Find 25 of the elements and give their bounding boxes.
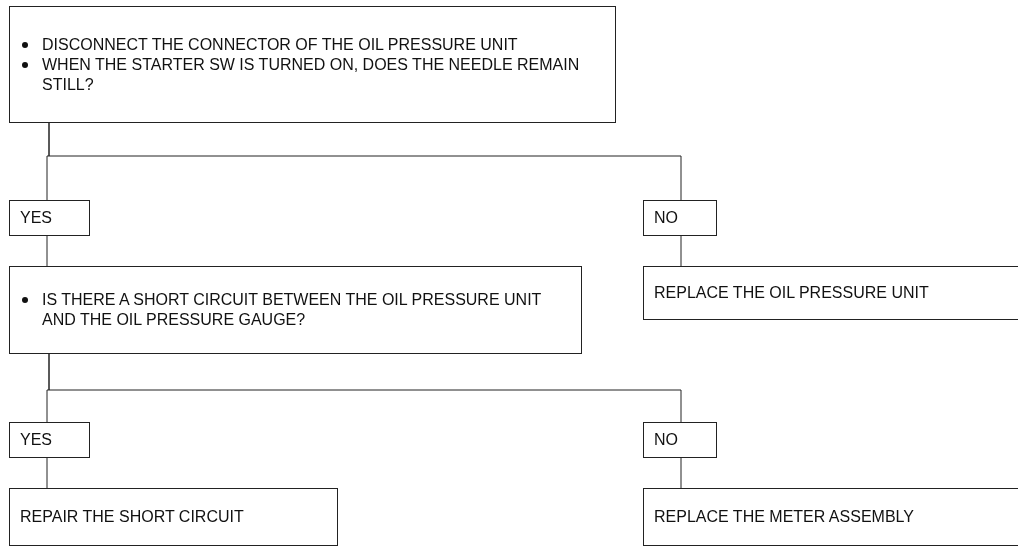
connector-line	[48, 353, 682, 423]
answer-box	[643, 200, 717, 236]
step-box	[9, 6, 616, 123]
connector-line	[46, 457, 48, 489]
step-text: WHEN THE STARTER SW IS TURNED ON, DOES THE NEEDLE REMAIN STILL?	[42, 54, 580, 95]
connector-line	[680, 457, 682, 489]
step-box	[643, 488, 1018, 546]
step-text: REPAIR THE SHORT CIRCUIT	[20, 507, 244, 527]
connector-line	[48, 122, 682, 201]
connector-line	[680, 235, 682, 267]
step-box	[9, 266, 582, 354]
step-text: DISCONNECT THE CONNECTOR OF THE OIL PRESSURE UNIT	[42, 34, 518, 55]
step-text: REPLACE THE METER ASSEMBLY	[654, 507, 914, 527]
answer-box	[9, 422, 90, 458]
step-box	[643, 266, 1018, 320]
step-text: REPLACE THE OIL PRESSURE UNIT	[654, 283, 929, 303]
step-text: IS THERE A SHORT CIRCUIT BETWEEN THE OIL PRESSURE UNIT AND THE OIL PRESSURE GAUGE?	[42, 290, 543, 330]
step-text: NO	[654, 430, 678, 450]
step-text: NO	[654, 208, 678, 228]
step-box	[9, 488, 338, 546]
answer-box	[9, 200, 90, 236]
answer-box	[643, 422, 717, 458]
connector-line	[46, 235, 48, 267]
step-text: YES	[20, 430, 52, 450]
step-text: YES	[20, 208, 52, 228]
